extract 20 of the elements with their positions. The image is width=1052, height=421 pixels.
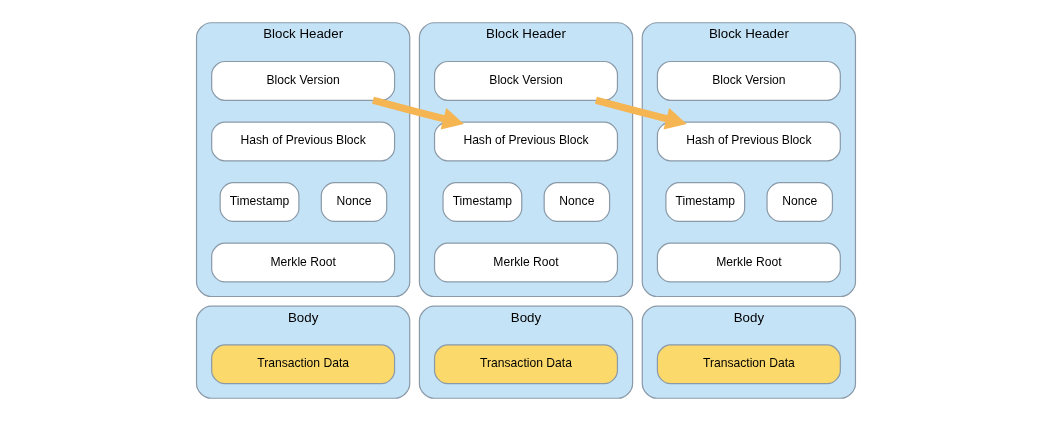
arrow xyxy=(372,96,464,130)
node-box: Nonce xyxy=(320,182,388,222)
node-box: Block Version xyxy=(656,60,841,101)
node-box: Hash of Previous Block xyxy=(211,121,396,162)
node-box: Block Version xyxy=(211,60,396,101)
node-box: Nonce xyxy=(543,182,611,222)
node-box: Timestamp xyxy=(665,182,746,222)
node-box: Nonce xyxy=(766,182,834,222)
arrow xyxy=(595,96,687,130)
node-box: Merkle Root xyxy=(656,242,841,283)
node-box: Transaction Data xyxy=(211,344,396,385)
node-box: Transaction Data xyxy=(656,344,841,385)
node-box: Block Version xyxy=(433,60,619,101)
node-box: Hash of Previous Block xyxy=(433,121,619,162)
node-box: Timestamp xyxy=(442,182,523,222)
node-box: Hash of Previous Block xyxy=(656,121,841,162)
node-box: Merkle Root xyxy=(211,242,396,283)
node-box: Timestamp xyxy=(219,182,300,222)
node-box: Merkle Root xyxy=(433,242,619,283)
node-box: Transaction Data xyxy=(433,344,619,385)
